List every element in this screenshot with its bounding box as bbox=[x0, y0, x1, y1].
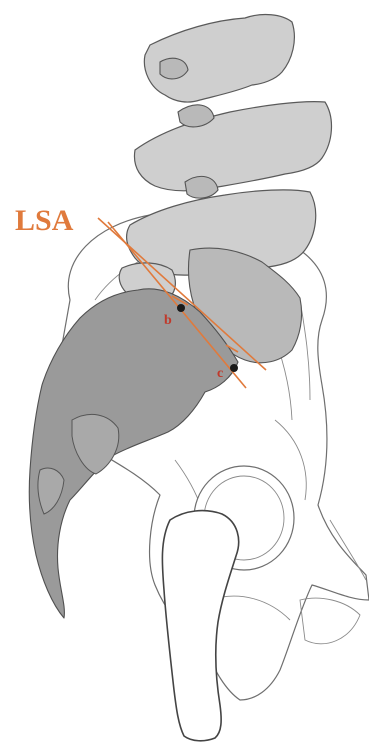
point-b-marker bbox=[177, 304, 185, 312]
angle-label: LSA bbox=[15, 204, 74, 237]
point-c-marker bbox=[230, 364, 238, 372]
point-c-label: c bbox=[217, 366, 223, 381]
point-b-label: b bbox=[164, 313, 172, 328]
